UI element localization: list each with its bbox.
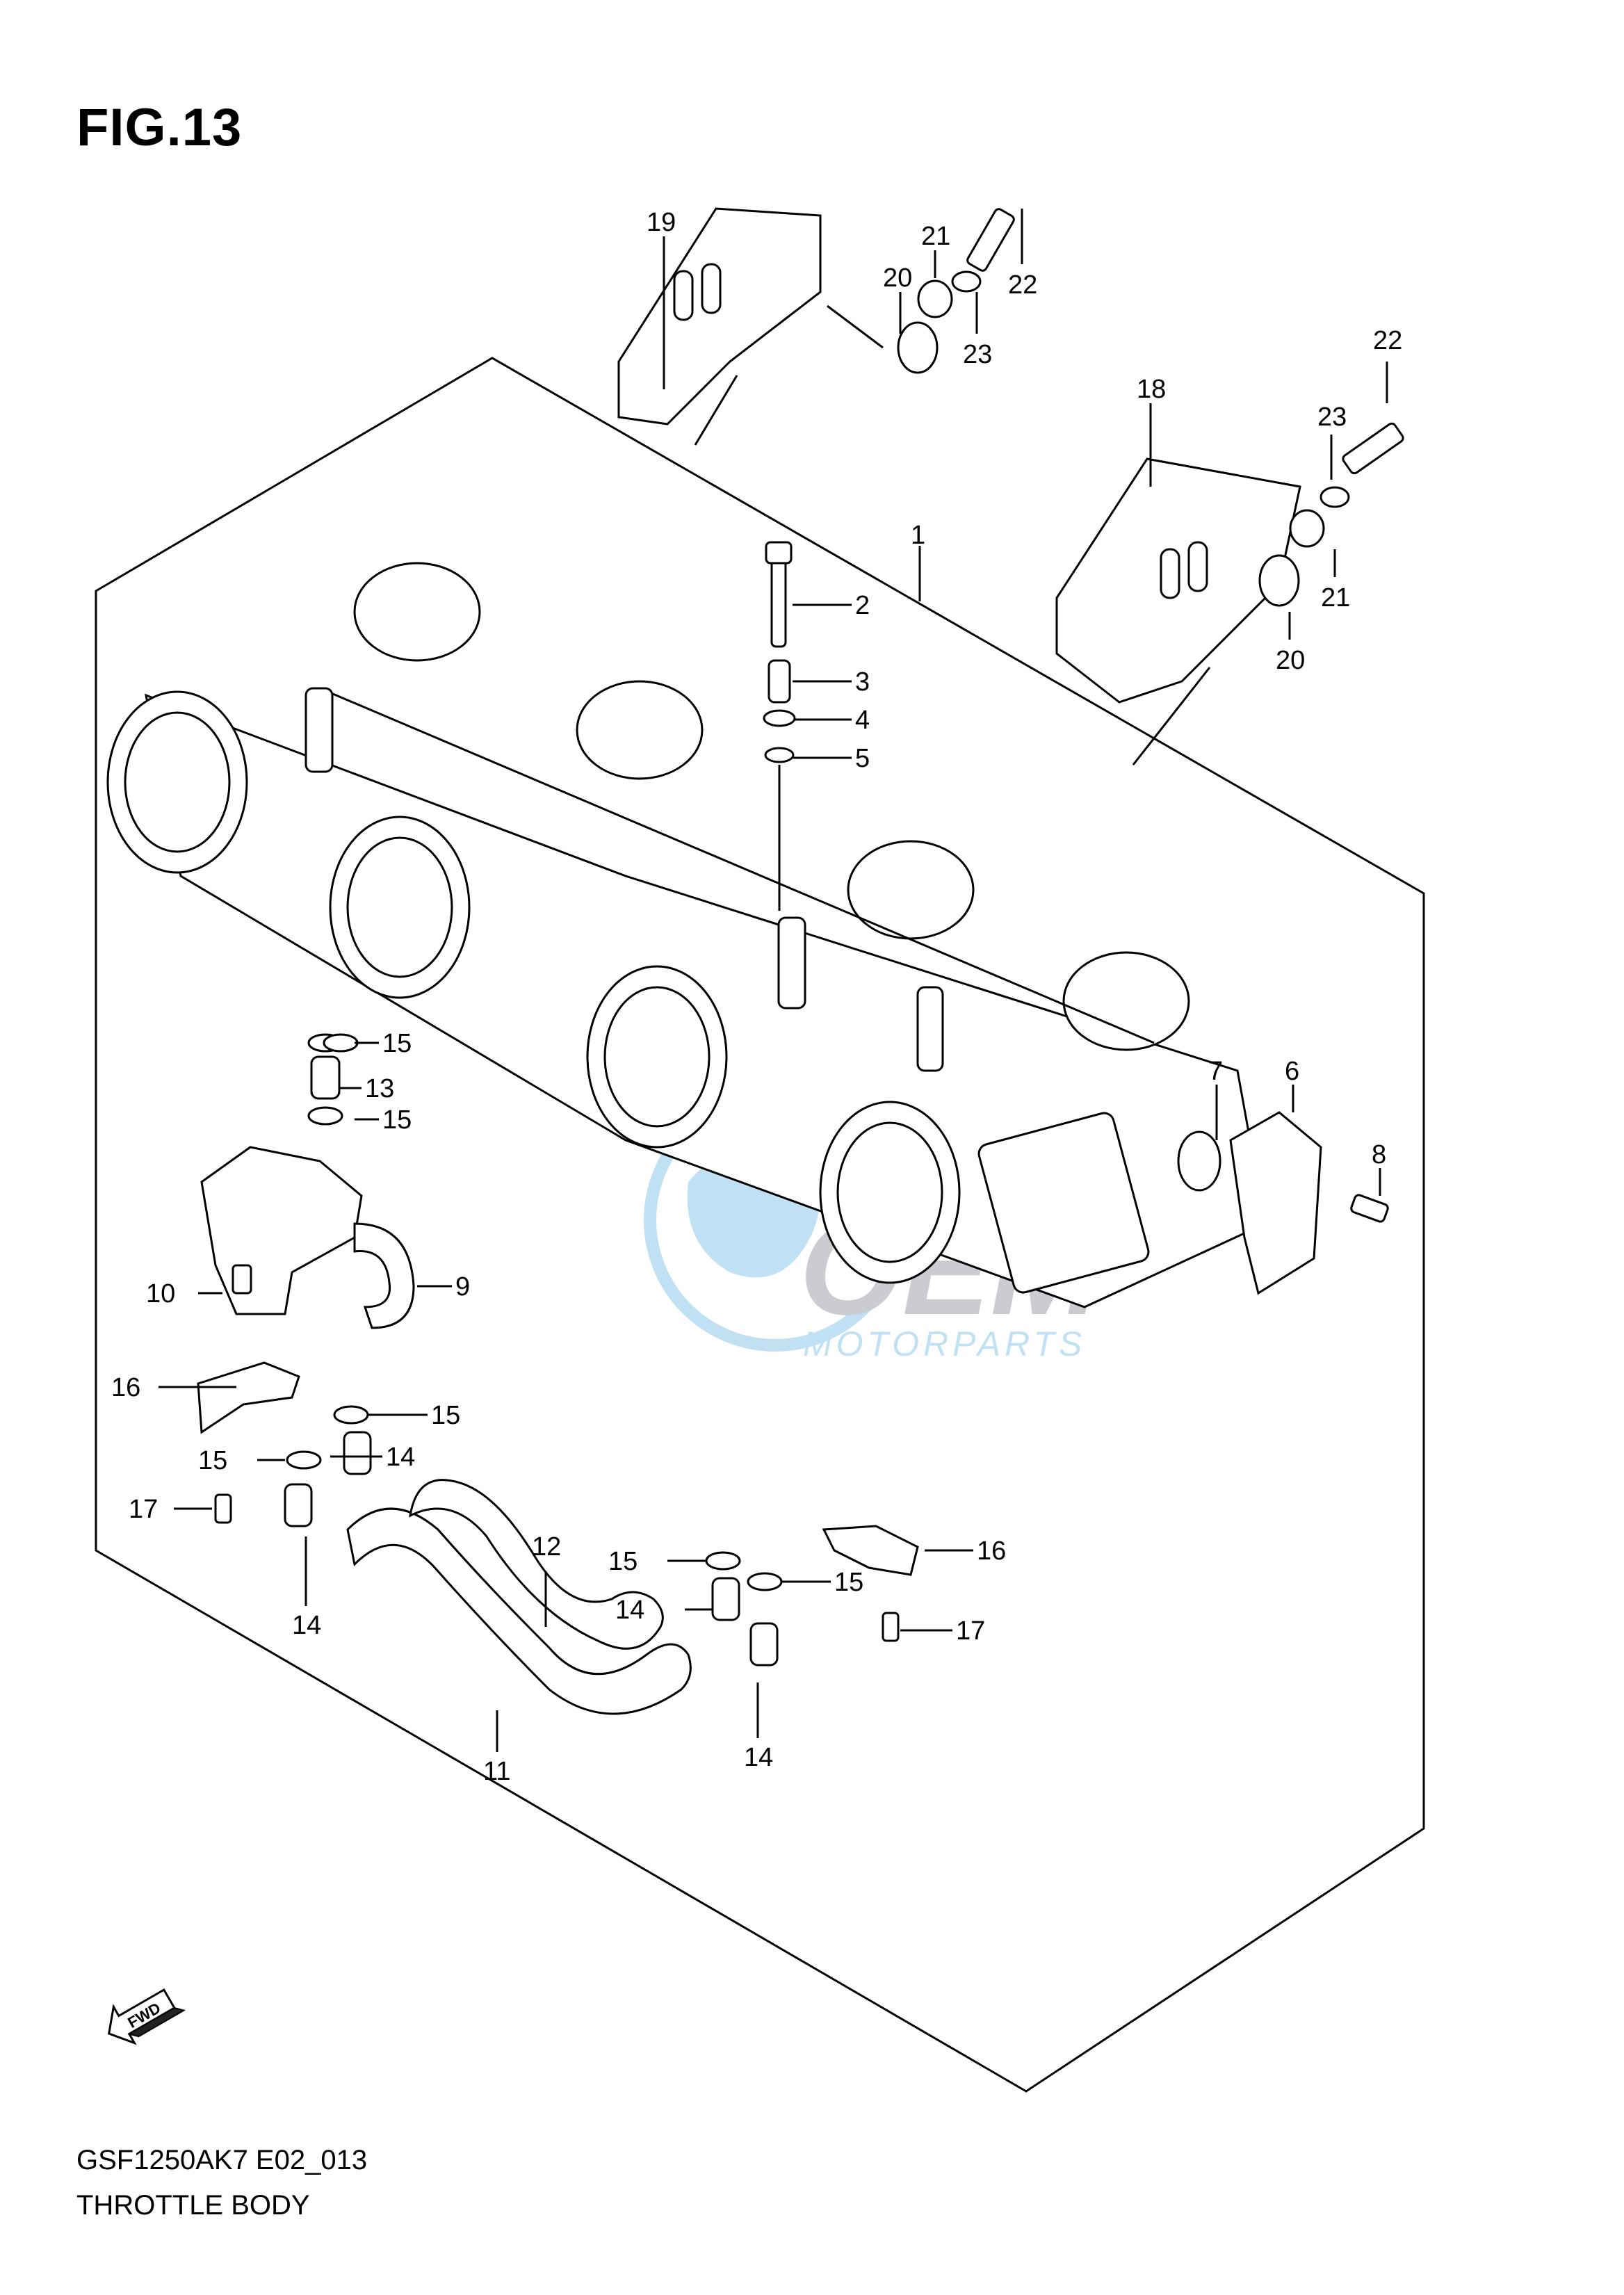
callout-17a: 17 xyxy=(129,1495,158,1524)
callout-5: 5 xyxy=(855,744,870,773)
callout-14d: 14 xyxy=(744,1743,773,1772)
hardware-upper-left xyxy=(897,208,1015,374)
callout-21b: 21 xyxy=(1321,583,1350,613)
idle-speed-valve xyxy=(200,1033,415,1329)
callout-14a: 14 xyxy=(386,1443,415,1472)
plate-16-left xyxy=(197,1361,300,1434)
callout-10: 10 xyxy=(146,1279,175,1308)
plate-16-right xyxy=(822,1525,919,1576)
callout-7: 7 xyxy=(1208,1057,1223,1086)
watermark-subtext: MOTORPARTS xyxy=(803,1324,1086,1363)
leader-lines xyxy=(159,209,1388,1752)
callout-8: 8 xyxy=(1372,1140,1386,1169)
callout-22b: 22 xyxy=(1373,326,1402,355)
bracket-19-leader xyxy=(827,305,884,349)
callout-2: 2 xyxy=(855,591,870,620)
callout-17b: 17 xyxy=(956,1616,985,1646)
callout-16a: 16 xyxy=(111,1373,140,1402)
callout-20b: 20 xyxy=(1276,646,1305,675)
throttle-bore-2 xyxy=(329,816,471,999)
hardware-upper-right xyxy=(1258,422,1404,607)
callout-19: 19 xyxy=(647,208,676,237)
callout-13: 13 xyxy=(365,1074,394,1103)
callout-15c: 15 xyxy=(431,1401,460,1430)
callout-20a: 20 xyxy=(883,263,912,293)
callout-9: 9 xyxy=(455,1272,470,1301)
throttle-bore-3 xyxy=(586,965,728,1149)
callout-15f: 15 xyxy=(834,1568,863,1597)
callout-15a: 15 xyxy=(382,1029,412,1058)
throttle-position-sensor xyxy=(1177,1111,1389,1295)
fwd-arrow-icon: FWD xyxy=(108,1988,186,2045)
callout-23a: 23 xyxy=(963,340,992,369)
screw-17-right xyxy=(882,1612,900,1642)
callout-23b: 23 xyxy=(1317,403,1347,432)
callout-15d: 15 xyxy=(198,1446,227,1475)
callout-1: 1 xyxy=(911,521,925,550)
screw-17-left xyxy=(214,1493,232,1524)
callout-18: 18 xyxy=(1137,375,1166,404)
bracket-18 xyxy=(1055,457,1301,704)
throttle-bore-4 xyxy=(819,1101,961,1284)
part-group-name: THROTTLE BODY xyxy=(76,2190,310,2221)
callout-15e: 15 xyxy=(608,1547,638,1576)
callout-15b: 15 xyxy=(382,1105,412,1135)
callout-14b: 14 xyxy=(292,1611,321,1640)
callout-3: 3 xyxy=(855,667,870,697)
assembly-outline xyxy=(95,357,1425,2093)
callout-16b: 16 xyxy=(977,1536,1006,1566)
throttle-body-assembly xyxy=(106,562,1267,1308)
fittings-14 xyxy=(284,1431,779,1666)
callout-14c: 14 xyxy=(615,1596,644,1625)
hose-11 xyxy=(346,1507,692,1715)
model-code: GSF1250AK7 E02_013 xyxy=(76,2145,368,2175)
hose-12 xyxy=(409,1479,664,1650)
callout-22a: 22 xyxy=(1008,270,1037,300)
callout-4: 4 xyxy=(855,706,870,735)
bracket-19 xyxy=(617,207,822,425)
callout-12: 12 xyxy=(532,1532,561,1562)
callout-labels: 1 2 3 4 5 6 7 8 9 10 11 12 13 14 14 14 1… xyxy=(111,208,1402,1786)
callout-6: 6 xyxy=(1285,1057,1299,1086)
adjust-screw-stack xyxy=(763,541,796,911)
figure-title: FIG.13 xyxy=(76,98,243,157)
throttle-bore-1 xyxy=(106,690,248,874)
callout-11: 11 xyxy=(483,1757,510,1786)
callout-21a: 21 xyxy=(921,222,950,251)
